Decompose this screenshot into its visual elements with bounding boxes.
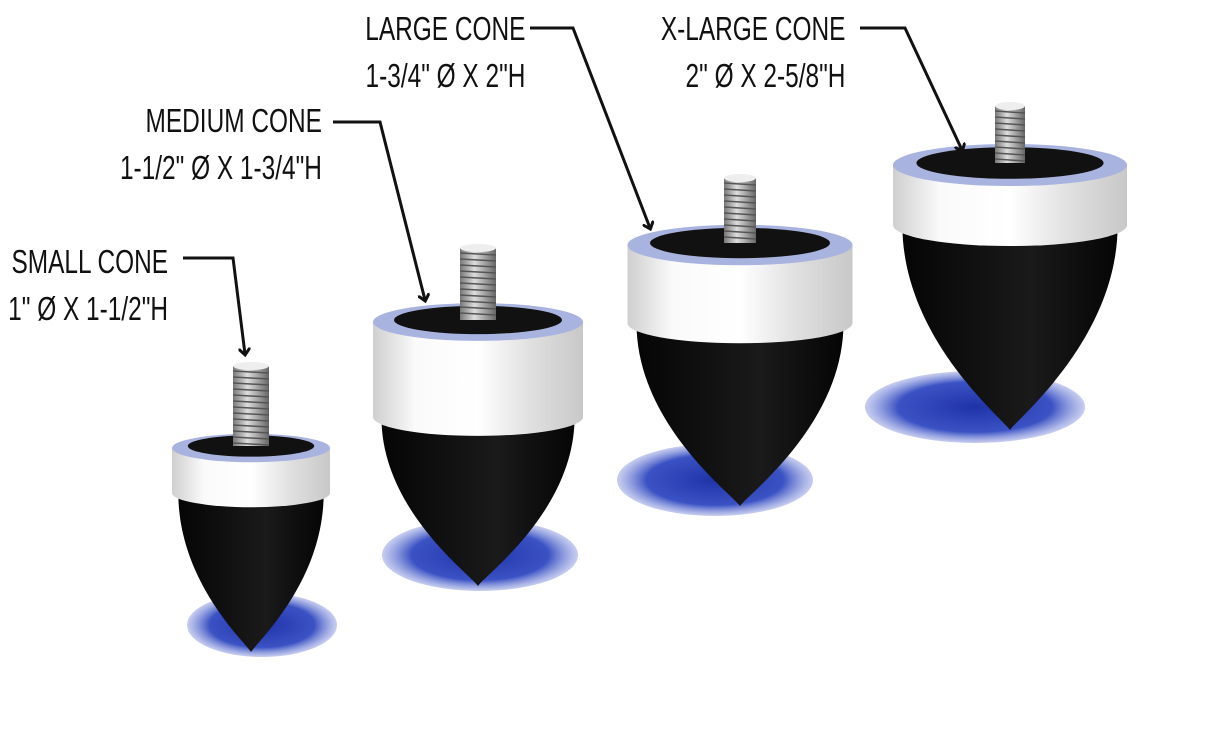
small-cone-size: 1" Ø X 1-1/2"H xyxy=(8,290,168,327)
large-cone-size: 1-3/4" Ø X 2"H xyxy=(365,57,525,94)
xlarge-cone xyxy=(865,102,1127,443)
small-cone-band xyxy=(172,448,330,508)
small-cone-arrow xyxy=(183,256,245,354)
medium-cone-label: MEDIUM CONE 1-1/2" Ø X 1-3/4"H xyxy=(120,97,322,191)
small-cone-name: SMALL CONE xyxy=(11,243,168,280)
medium-cone xyxy=(373,244,583,591)
large-cone-label: LARGE CONE 1-3/4" Ø X 2"H xyxy=(365,5,525,99)
large-cone-name: LARGE CONE xyxy=(364,10,525,47)
xlarge-cone-label: X-LARGE CONE 2" Ø X 2-5/8"H xyxy=(660,5,845,99)
small-cone-rubber xyxy=(178,493,324,652)
medium-cone-band xyxy=(373,322,583,436)
xlarge-cone-arrow xyxy=(860,26,962,150)
pointer-arrows xyxy=(183,26,962,354)
small-cone-label: SMALL CONE 1" Ø X 1-1/2"H xyxy=(8,238,168,332)
medium-cone-size: 1-1/2" Ø X 1-3/4"H xyxy=(120,149,322,186)
large-cone-rubber xyxy=(636,323,844,506)
small-cone xyxy=(172,362,337,657)
large-cone-band xyxy=(627,245,853,344)
xlarge-cone-name: X-LARGE CONE xyxy=(660,10,845,47)
medium-cone-name: MEDIUM CONE xyxy=(145,102,322,139)
xlarge-cone-size: 2" Ø X 2-5/8"H xyxy=(685,57,845,94)
medium-cone-rubber xyxy=(381,417,575,586)
large-cone-arrow xyxy=(530,26,650,228)
large-cone xyxy=(617,174,853,516)
xlarge-cone-band xyxy=(893,165,1127,247)
medium-cone-arrow xyxy=(333,120,425,300)
xlarge-cone-rubber xyxy=(902,225,1118,430)
